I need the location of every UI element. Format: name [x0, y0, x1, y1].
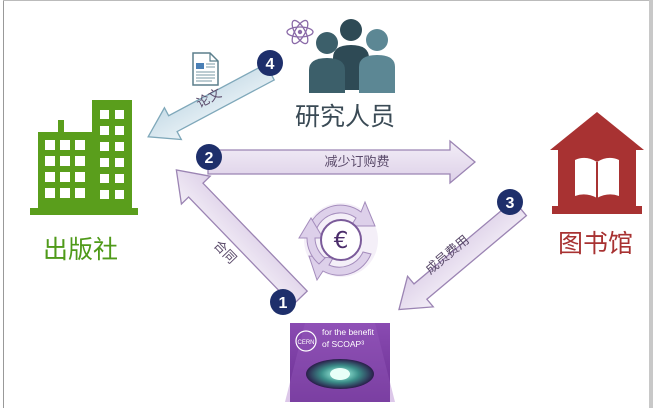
flow-label-2: 减少订购费 — [324, 154, 389, 170]
euro-symbol: € — [334, 228, 349, 254]
flow-arrow-1: 合同 — [175, 169, 309, 306]
circular-arrows-icon: € — [298, 200, 378, 282]
cern-logo-text: CERN — [297, 340, 314, 346]
frame-top-border — [3, 0, 653, 1]
frame-right-border — [649, 0, 653, 408]
step-number-4: 4 — [266, 56, 275, 73]
scoap-line-2: of SCOAP³ — [322, 339, 364, 349]
researcher-label: 研究人员 — [295, 102, 396, 131]
flow-arrow-2: 减少订购费 — [207, 139, 477, 185]
people-group-icon — [309, 19, 395, 93]
scoap-panel: CERN for the benefit of SCOAP³ — [285, 323, 395, 402]
step-badge-1: 1 — [270, 289, 296, 315]
step-badge-3: 3 — [497, 189, 523, 215]
office-building-icon — [30, 100, 138, 215]
frame-left-border — [3, 0, 4, 408]
step-number-2: 2 — [205, 150, 214, 167]
step-number-1: 1 — [279, 295, 288, 312]
document-icon — [192, 52, 219, 86]
atom-icon — [286, 19, 314, 45]
library-building-icon — [550, 112, 644, 214]
library-label: 图书馆 — [558, 229, 634, 258]
publisher-label: 出版社 — [43, 235, 119, 264]
step-badge-4: 4 — [257, 50, 283, 76]
scoap-line-1: for the benefit — [322, 327, 375, 337]
step-number-3: 3 — [506, 195, 515, 212]
cern-logo — [295, 330, 317, 352]
step-badge-2: 2 — [196, 144, 222, 170]
